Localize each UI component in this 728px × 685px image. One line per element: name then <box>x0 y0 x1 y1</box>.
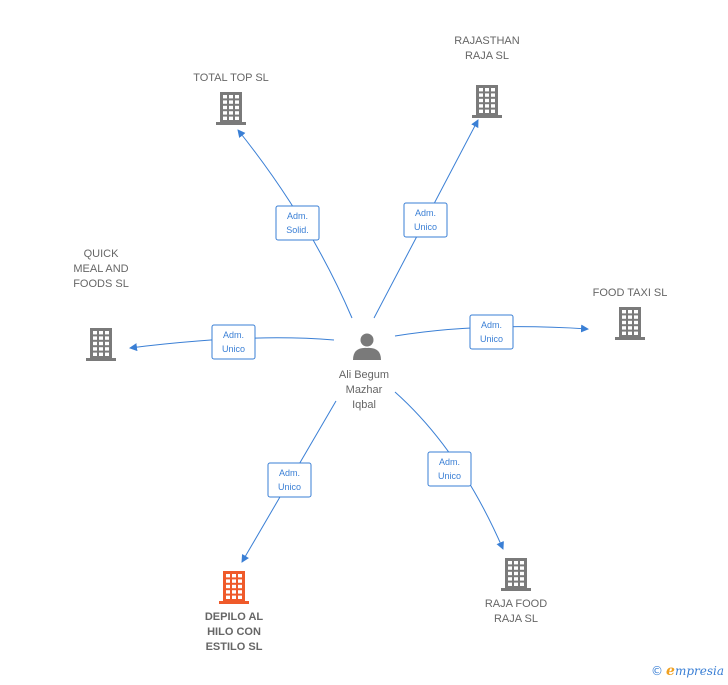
role-text: Adm. <box>279 468 300 478</box>
role-text: Adm. <box>415 208 436 218</box>
role-badge-box <box>469 314 514 350</box>
role-text: Solid. <box>286 225 309 235</box>
company-label: RAJA FOOD <box>485 598 547 610</box>
role-badge-rajasthan-raja[interactable]: Adm. Unico <box>403 202 448 238</box>
role-text: Unico <box>222 344 245 354</box>
role-text: Adm. <box>439 457 460 467</box>
roles-layer: Adm.Solid.Adm.UnicoAdm.UnicoAdm.UnicoAdm… <box>211 202 514 498</box>
edges-layer <box>129 119 589 563</box>
nodes-layer: TOTAL TOP SL RAJASTHAN RAJA SL FOOD TAXI SL… <box>73 35 667 653</box>
role-badge-depilo-al-hilo[interactable]: Adm. Unico <box>267 462 312 498</box>
company-label: FOODS SL <box>73 278 129 290</box>
company-label: TOTAL TOP SL <box>193 72 269 84</box>
person-name: Ali Begum <box>339 369 389 381</box>
role-text: Adm. <box>481 320 502 330</box>
copyright-symbol: © <box>651 664 664 678</box>
company-node-food-taxi[interactable]: FOOD TAXI SL <box>593 287 668 340</box>
role-badge-box <box>267 462 312 498</box>
role-badge-food-taxi[interactable]: Adm. Unico <box>469 314 514 350</box>
brand-logo-initial: e <box>666 663 675 679</box>
company-label: HILO CON <box>207 626 261 638</box>
person-icon <box>353 333 381 360</box>
building-icon <box>86 328 116 361</box>
company-label: FOOD TAXI SL <box>593 287 668 299</box>
building-icon <box>216 92 246 125</box>
company-node-rajasthan-raja[interactable]: RAJASTHAN RAJA SL <box>454 35 520 118</box>
building-icon <box>501 558 531 591</box>
company-node-quick-meal[interactable]: QUICK MEAL AND FOODS SL <box>73 248 129 361</box>
role-badge-total-top[interactable]: Adm. Solid. <box>275 205 320 241</box>
company-label: MEAL AND <box>73 263 128 275</box>
building-icon <box>219 571 249 604</box>
role-text: Unico <box>480 334 503 344</box>
company-label: RAJA SL <box>465 50 509 62</box>
role-badge-raja-food[interactable]: Adm. Unico <box>427 451 472 487</box>
role-badge-box <box>211 324 256 360</box>
role-text: Unico <box>278 482 301 492</box>
company-label: QUICK <box>84 248 120 260</box>
role-text: Unico <box>414 222 437 232</box>
role-badge-box <box>427 451 472 487</box>
brand-footer: ©empresia <box>651 663 724 679</box>
role-badge-box <box>275 205 320 241</box>
company-node-raja-food[interactable]: RAJA FOOD RAJA SL <box>485 558 547 625</box>
role-text: Adm. <box>287 211 308 221</box>
role-text: Unico <box>438 471 461 481</box>
company-label: ESTILO SL <box>206 641 263 653</box>
person-name: Mazhar <box>346 384 383 396</box>
building-icon <box>615 307 645 340</box>
person-name: Iqbal <box>352 399 376 411</box>
brand-logo-rest: mpresia <box>674 664 724 678</box>
role-text: Adm. <box>223 330 244 340</box>
company-label: RAJA SL <box>494 613 538 625</box>
role-badge-quick-meal[interactable]: Adm. Unico <box>211 324 256 360</box>
company-label: RAJASTHAN <box>454 35 519 47</box>
building-icon <box>472 85 502 118</box>
role-badge-box <box>403 202 448 238</box>
company-node-total-top[interactable]: TOTAL TOP SL <box>193 72 269 125</box>
company-node-depilo-al-hilo[interactable]: DEPILO AL HILO CON ESTILO SL <box>205 571 264 653</box>
company-label: DEPILO AL <box>205 611 264 623</box>
